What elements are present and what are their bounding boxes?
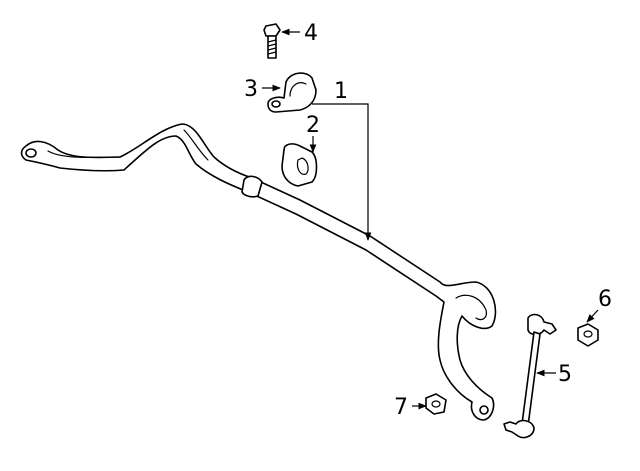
bushing xyxy=(281,143,318,187)
flange-nut-body xyxy=(425,393,447,415)
link-rod xyxy=(521,331,541,427)
bracket xyxy=(267,72,317,113)
leader-1 xyxy=(312,103,372,241)
right-end-eye xyxy=(479,405,489,415)
bar-bend-detail xyxy=(183,129,209,161)
bolt-thread xyxy=(267,39,277,55)
nut-body xyxy=(577,323,599,347)
flange-nut-bore xyxy=(431,400,441,408)
callout-2: 2 xyxy=(306,113,320,138)
bar-collar xyxy=(241,175,263,198)
callout-7: 7 xyxy=(394,395,408,420)
bar-upper-edge-detail xyxy=(47,150,121,159)
left-end-eye xyxy=(25,148,37,158)
bolt-shank xyxy=(267,35,277,59)
callouts: 1 2 3 4 5 6 7 xyxy=(244,21,612,420)
nut-bore xyxy=(583,330,593,338)
link-lower-ball xyxy=(503,419,535,439)
right-hook-inner xyxy=(455,294,487,321)
nut xyxy=(577,323,599,347)
bushing-body xyxy=(281,143,318,187)
flange-nut xyxy=(425,393,447,415)
stabilizer-bar-outline xyxy=(20,123,497,421)
callout-1: 1 xyxy=(334,79,348,104)
bracket-arch xyxy=(289,82,307,97)
leader-6 xyxy=(586,309,599,323)
bolt xyxy=(263,23,281,59)
callout-4: 4 xyxy=(304,21,318,46)
callout-3: 3 xyxy=(244,77,258,102)
callout-5: 5 xyxy=(558,362,572,387)
stabilizer-link xyxy=(503,313,557,439)
leaders xyxy=(262,28,599,410)
link-upper-ball xyxy=(527,313,557,336)
callout-6: 6 xyxy=(598,287,612,312)
bolt-head xyxy=(263,23,281,37)
bracket-hole xyxy=(271,100,281,108)
bushing-bore xyxy=(296,157,309,175)
stabilizer-bar xyxy=(20,123,497,421)
